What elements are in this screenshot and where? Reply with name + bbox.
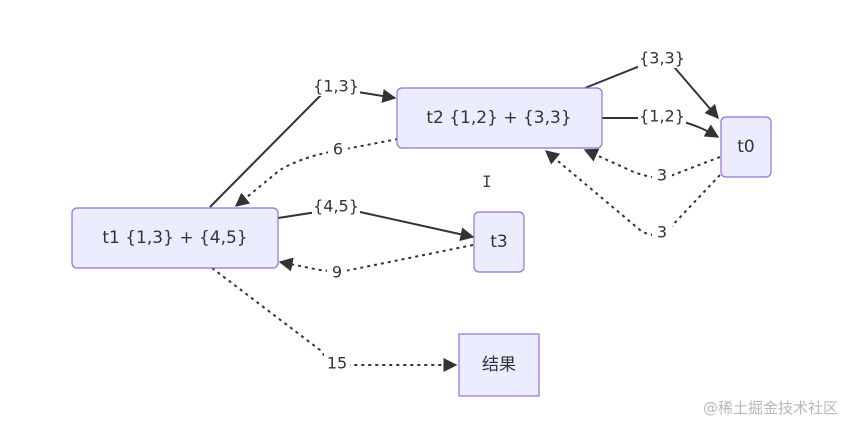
edge-t1-to-t2 bbox=[209, 88, 397, 208]
edge-labels: {1,3} 6 {3,3} {1,2} 3 3 {4,5} 9 15 bbox=[312, 48, 686, 373]
node-result: 结果 bbox=[458, 333, 540, 397]
text-cursor-icon: I bbox=[482, 172, 492, 191]
node-t3: t3 bbox=[473, 211, 525, 273]
edge-label-t0-t2-upper: 3 bbox=[657, 166, 667, 185]
edge-label-t1-result: 15 bbox=[327, 354, 347, 373]
edge-label-t1-t3: {4,5} bbox=[313, 197, 359, 216]
node-t1-label: t1 {1,3} + {4,5} bbox=[102, 228, 247, 248]
node-t2: t2 {1,2} + {3,3} bbox=[396, 87, 603, 149]
watermark: @稀土掘金技术社区 bbox=[702, 399, 838, 417]
node-t0-label: t0 bbox=[737, 137, 754, 157]
edge-t1-to-t3 bbox=[277, 208, 475, 242]
edge-label-t2-t1: 6 bbox=[333, 140, 343, 159]
node-result-label: 结果 bbox=[482, 355, 516, 375]
edge-label-t1-t2: {1,3} bbox=[313, 77, 359, 96]
edge-t0-to-t2-lower bbox=[544, 150, 721, 236]
edge-label-t0-t2-lower: 3 bbox=[657, 223, 667, 242]
node-t1: t1 {1,3} + {4,5} bbox=[71, 207, 279, 269]
node-t2-label: t2 {1,2} + {3,3} bbox=[426, 108, 571, 128]
node-t3-label: t3 bbox=[490, 232, 507, 252]
edge-label-t2-t0-upper: {3,3} bbox=[639, 49, 685, 68]
node-t0: t0 bbox=[720, 116, 772, 178]
edge-t3-to-t1 bbox=[278, 244, 474, 273]
edge-label-t2-t0-lower: {1,2} bbox=[639, 107, 685, 126]
edge-t1-to-result bbox=[211, 267, 458, 372]
edge-label-t3-t1: 9 bbox=[332, 263, 342, 282]
